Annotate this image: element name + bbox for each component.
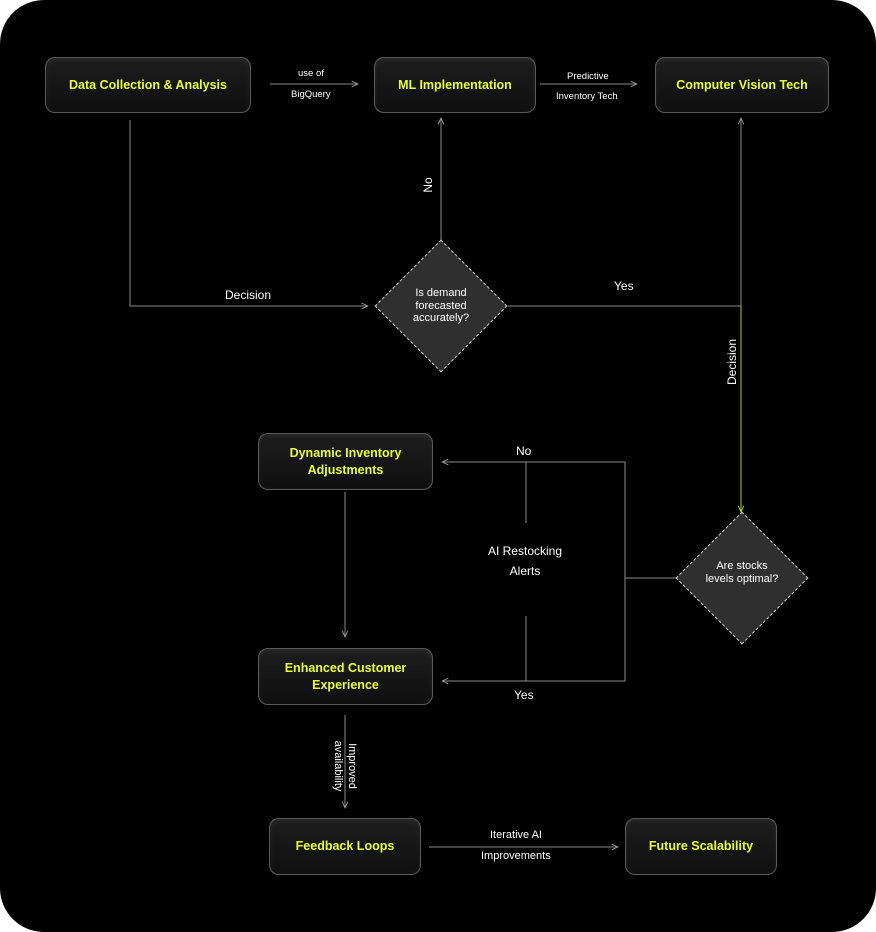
node-dynamic-inventory-label: Dynamic Inventory Adjustments [289, 445, 402, 477]
edge-label-improved-availability: Improved availability [332, 740, 358, 792]
node-dynamic-inventory[interactable]: Dynamic Inventory Adjustments [258, 433, 433, 490]
edge-label-improvements: Improvements [481, 850, 551, 862]
edge-stocks-no [442, 462, 626, 578]
node-future-scalability[interactable]: Future Scalability [625, 818, 777, 875]
edge-data-to-demand [129, 120, 368, 306]
node-enhanced-customer-label: Enhanced Customer Experience [284, 660, 407, 692]
edge-label-ai-restocking: AI Restocking Alerts [487, 544, 563, 578]
edge-label-yes-top: Yes [614, 279, 634, 293]
edge-label-decision-left: Decision [225, 288, 272, 302]
node-ml-implementation[interactable]: ML Implementation [374, 57, 536, 113]
edge-label-decision-right: Decision [725, 338, 739, 386]
edge-label-no-top: No [421, 177, 435, 193]
edge-label-yes-mid: Yes [514, 688, 534, 702]
node-computer-vision-label: Computer Vision Tech [676, 77, 808, 92]
node-future-scalability-label: Future Scalability [648, 839, 754, 853]
node-enhanced-customer[interactable]: Enhanced Customer Experience [258, 648, 433, 705]
node-computer-vision[interactable]: Computer Vision Tech [655, 57, 829, 113]
edge-label-predictive: Predictive [567, 71, 609, 82]
node-data-collection[interactable]: Data Collection & Analysis [45, 57, 251, 113]
node-data-collection-label: Data Collection & Analysis [69, 77, 227, 92]
edge-label-iterative-ai: Iterative AI [490, 829, 542, 841]
decision-stocks-label: Are stocks levels optimal? [705, 560, 779, 585]
edge-label-inventory-tech: Inventory Tech [556, 91, 618, 102]
node-ml-implementation-label: ML Implementation [398, 77, 512, 92]
edge-label-bigquery: BigQuery [291, 89, 331, 100]
node-feedback-loops-label: Feedback Loops [295, 839, 395, 853]
edge-label-use-of: use of [298, 68, 324, 79]
edge-label-no-mid: No [516, 444, 532, 458]
node-feedback-loops[interactable]: Feedback Loops [269, 818, 421, 875]
edge-stocks-yes [442, 578, 626, 681]
decision-demand-label: Is demand forecasted accurately? [412, 287, 470, 324]
